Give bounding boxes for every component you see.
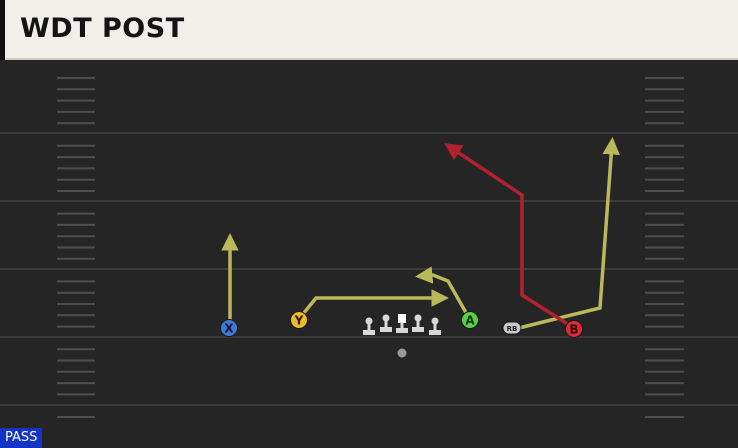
- play-type-badge: PASS: [0, 428, 43, 448]
- lineman-icon: [429, 317, 441, 335]
- play-title: WDT POST: [20, 13, 185, 44]
- player-a[interactable]: A: [461, 311, 479, 329]
- center-icon: [396, 314, 408, 333]
- player-x-label: X: [224, 322, 234, 336]
- route-b-post: [444, 143, 575, 330]
- field-turf: [0, 62, 738, 448]
- lineman-icon: [363, 317, 375, 335]
- route-rb-wheel: [514, 137, 620, 331]
- route-y-drag: [297, 289, 449, 321]
- quarterback-marker: [397, 348, 407, 358]
- play-title-bar: WDT POST: [0, 0, 738, 60]
- route-a-out: [415, 266, 471, 319]
- lineman-icon: [380, 314, 392, 332]
- player-rb[interactable]: RB: [502, 321, 522, 335]
- player-y-label: Y: [294, 314, 304, 328]
- player-b[interactable]: B: [565, 320, 583, 338]
- offensive-line: [363, 314, 441, 335]
- hash-marks-right: [645, 77, 684, 418]
- yard-lines: [0, 132, 738, 406]
- lineman-icon: [412, 314, 424, 332]
- player-a-label: A: [465, 314, 475, 328]
- player-y[interactable]: Y: [290, 311, 308, 329]
- hash-marks-left: [57, 77, 95, 418]
- routes: [221, 137, 620, 331]
- player-x[interactable]: X: [220, 319, 238, 337]
- player-b-label: B: [569, 323, 578, 337]
- player-rb-label: RB: [507, 325, 518, 333]
